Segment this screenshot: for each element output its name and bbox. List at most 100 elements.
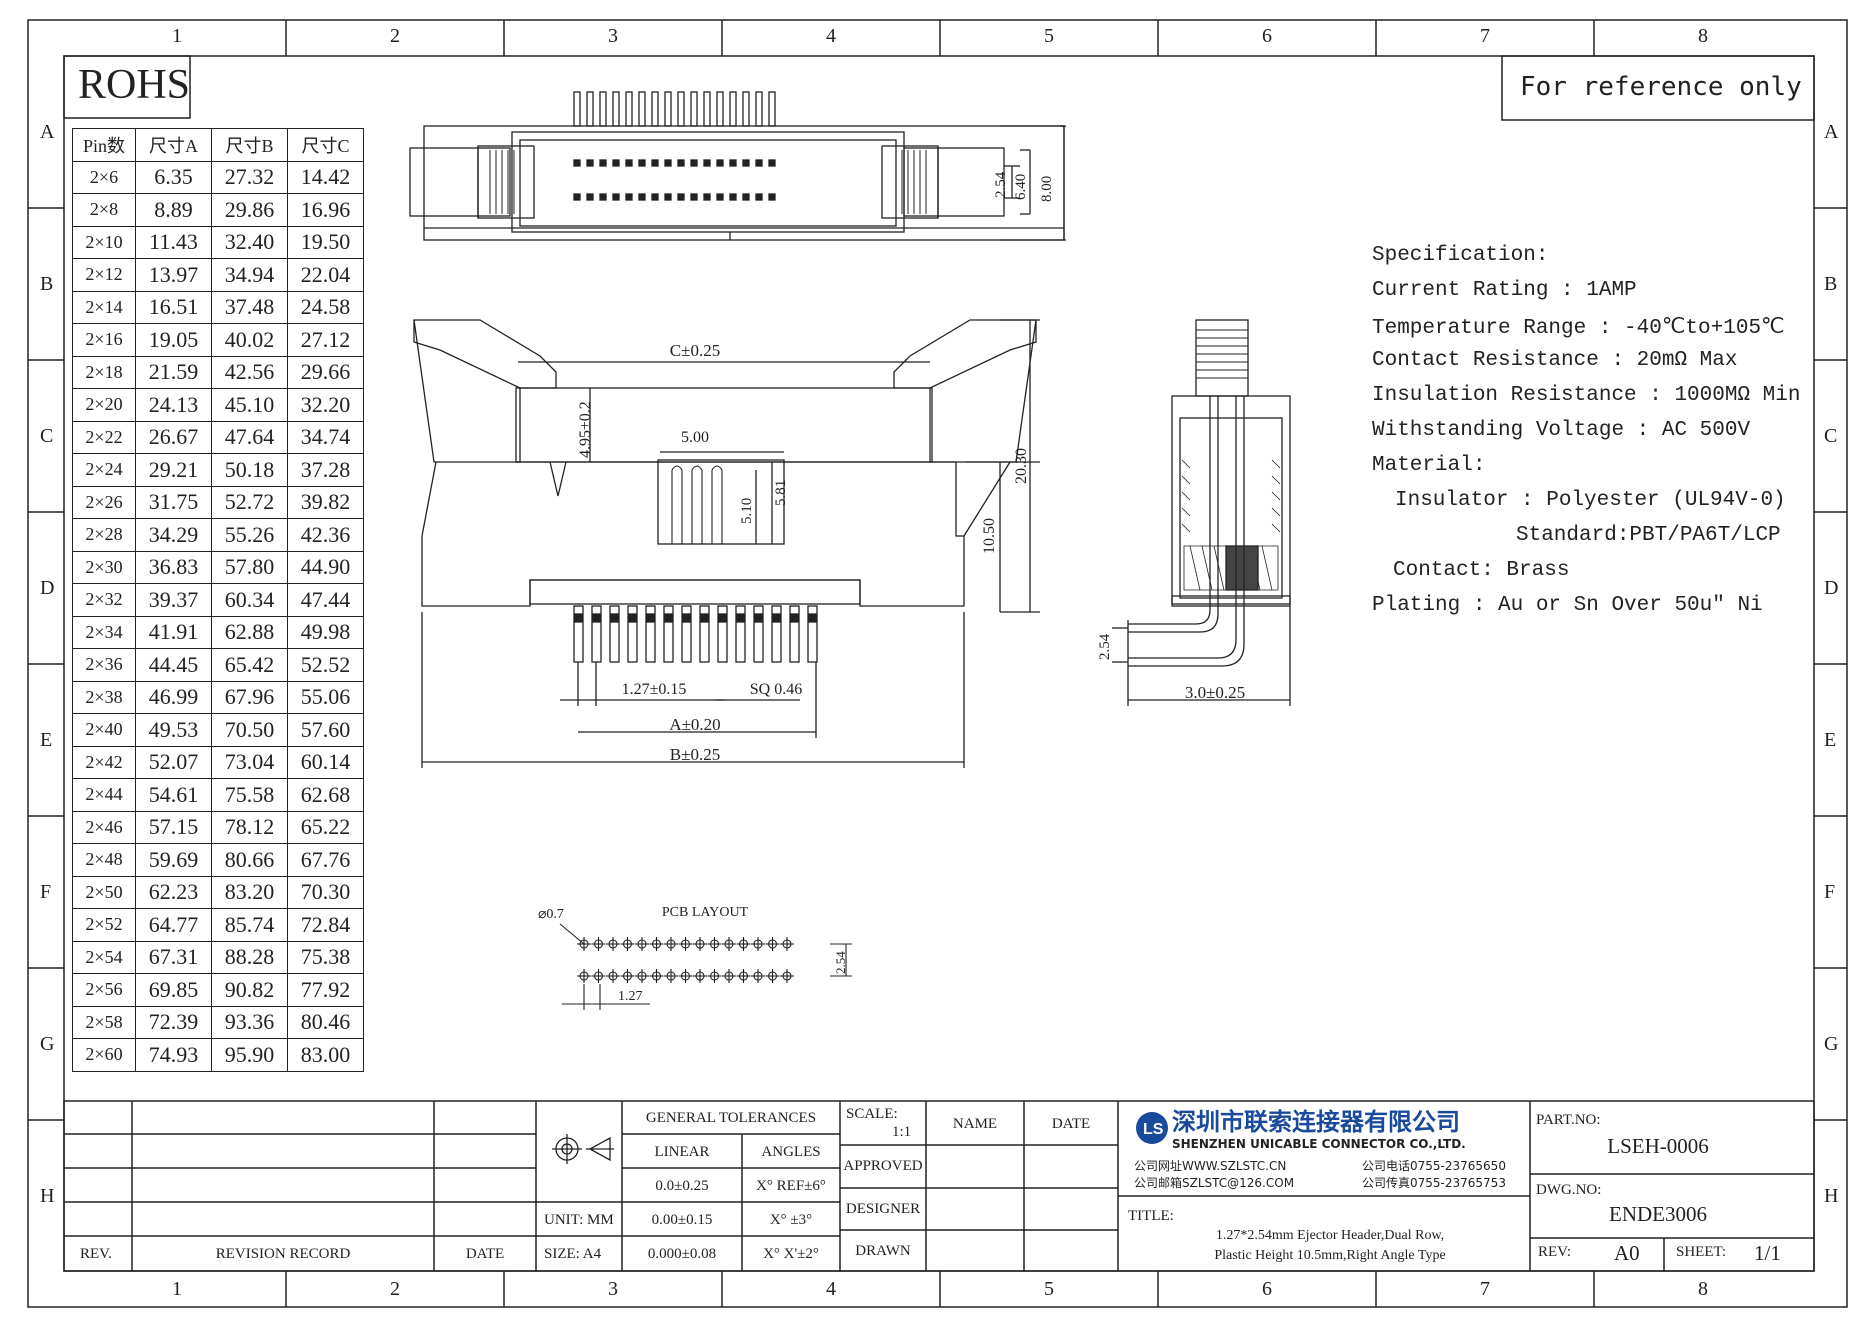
row-label-e: E [40, 729, 53, 751]
tb-angles: ANGLES [761, 1144, 821, 1160]
tb-linear: LINEAR [654, 1144, 710, 1160]
spec-contact-resistance: Contact Resistance : 20mΩ Max [1372, 349, 1738, 372]
top-pin [703, 91, 711, 127]
contact-square [625, 159, 633, 167]
pin-table-cell: 2×18 [72, 355, 136, 389]
pin-table-cell: 36.83 [135, 550, 212, 584]
row-label-right-b: B [1824, 273, 1838, 295]
front-pin [807, 605, 818, 663]
spec-material: Material: [1372, 454, 1486, 477]
pin-table-cell: 52.07 [135, 745, 212, 779]
tb-date: DATE [465, 1246, 505, 1262]
pin-table-cell: 44.90 [287, 550, 364, 584]
row-label-right-a: A [1824, 121, 1839, 143]
contact-square [677, 159, 685, 167]
front-pin-mark [628, 613, 637, 623]
front-pin [771, 605, 782, 663]
front-pin-mark [772, 613, 781, 623]
tb-title-line1: 1.27*2.54mm Ejector Header,Dual Row, [1215, 1228, 1445, 1243]
contact-square [586, 159, 594, 167]
pin-table-cell: 2×50 [72, 875, 136, 909]
pin-table-cell: 32.40 [211, 225, 288, 259]
col-label-2: 2 [390, 25, 400, 47]
top-pin [664, 91, 672, 127]
pin-table-cell: 2×14 [72, 290, 136, 324]
pin-table-cell: 65.22 [287, 810, 364, 844]
pin-table-cell: 37.48 [211, 290, 288, 324]
front-pin [717, 605, 728, 663]
front-pin [735, 605, 746, 663]
dim-top-6-40: 6.40 [1013, 173, 1029, 200]
pin-table-cell: 2×26 [72, 485, 136, 519]
front-pin-mark [646, 613, 655, 623]
pin-table-cell: 93.36 [211, 1005, 288, 1039]
pin-table-cell: 2×60 [72, 1038, 136, 1072]
spec-standard: Standard:PBT/PA6T/LCP [1516, 524, 1781, 547]
pin-table-cell: 77.92 [287, 973, 364, 1007]
tb-rev-label: REV: [1538, 1244, 1572, 1260]
pin-table-cell: 57.15 [135, 810, 212, 844]
pin-table-cell: 2×36 [72, 648, 136, 682]
pin-table-cell: 37.28 [287, 453, 364, 487]
pin-table-cell: 42.36 [287, 518, 364, 552]
pin-table-header-cell: 尺寸C [287, 128, 364, 162]
contact-square [586, 193, 594, 201]
contact-square [638, 193, 646, 201]
col-label-1: 1 [172, 25, 182, 47]
row-label-b: B [40, 273, 54, 295]
pin-table-cell: 85.74 [211, 908, 288, 942]
pin-table-cell: 49.53 [135, 713, 212, 747]
pin-table-cell: 40.02 [211, 323, 288, 357]
side-view [1112, 319, 1291, 706]
front-pin-mark [610, 613, 619, 623]
dim-5-10: 5.10 [739, 497, 755, 524]
column-ticks [285, 20, 1595, 1307]
tb-drawn: DRAWN [855, 1243, 911, 1259]
col-label-4: 4 [826, 25, 836, 47]
tb-rev-value: A0 [1614, 1241, 1640, 1265]
col-label-bottom-4: 4 [826, 1278, 836, 1300]
dim-side-2-54: 2.54 [1097, 633, 1113, 660]
tb-dwg-no-label: DWG.NO: [1536, 1182, 1602, 1198]
top-pin [768, 91, 776, 127]
top-pin [690, 91, 698, 127]
row-label-c: C [40, 425, 54, 447]
contact-square [638, 159, 646, 167]
pin-table-cell: 72.84 [287, 908, 364, 942]
spec-temperature: Temperature Range : -40℃to+105℃ [1372, 317, 1785, 340]
top-pin [573, 91, 581, 127]
top-view [409, 91, 1066, 241]
reference-box [1501, 55, 1815, 121]
dim-side-3-0: 3.0±0.25 [1184, 683, 1246, 702]
front-pin-mark [592, 613, 601, 623]
pin-table-cell: 62.88 [211, 615, 288, 649]
contact-square [690, 193, 698, 201]
row-label-f: F [40, 881, 52, 903]
col-label-bottom-7: 7 [1480, 1278, 1490, 1300]
col-label-bottom-5: 5 [1044, 1278, 1054, 1300]
top-pin [742, 91, 750, 127]
pin-table-cell: 70.50 [211, 713, 288, 747]
contact-square [703, 193, 711, 201]
pin-table-cell: 46.99 [135, 680, 212, 714]
tb-size: SIZE: A4 [544, 1246, 602, 1262]
row-label-a: A [40, 121, 55, 143]
company-email: 公司邮箱SZLSTC@126.COM [1134, 1176, 1295, 1190]
tb-lin3: 0.000±0.08 [647, 1246, 717, 1262]
spec-current: Current Rating : 1AMP [1372, 279, 1637, 302]
pin-table-cell: 65.42 [211, 648, 288, 682]
